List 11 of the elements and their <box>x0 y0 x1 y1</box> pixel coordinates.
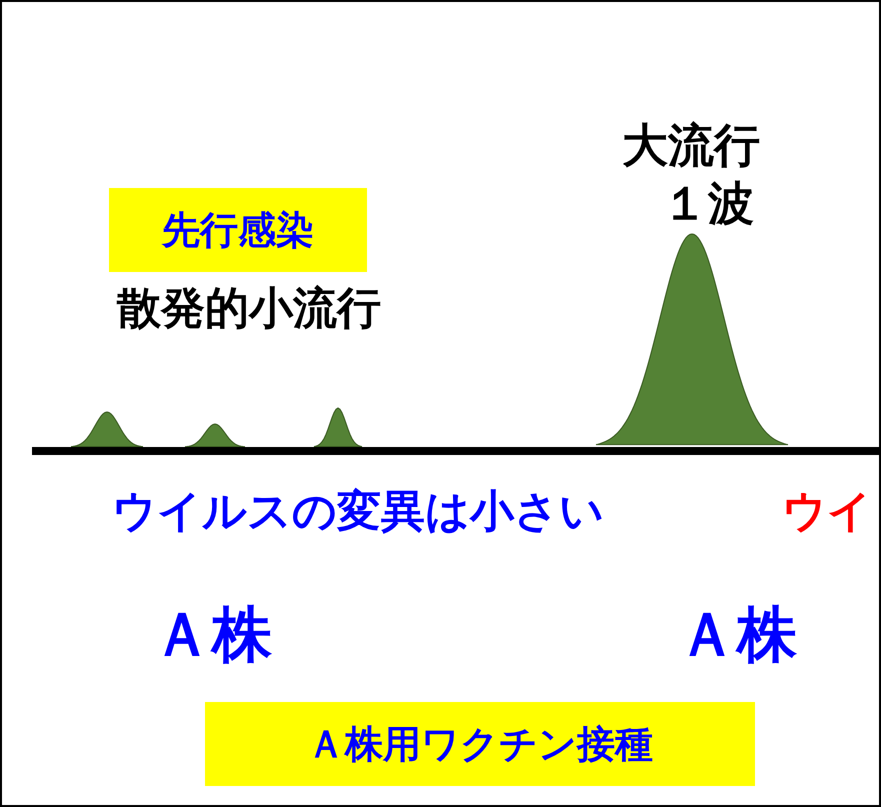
strain-label: Ａ株 <box>677 605 797 665</box>
annotation-text: ウイルスの変異は小さい <box>112 490 604 534</box>
highlight-box <box>205 702 755 786</box>
box-title: 先行感染 <box>162 206 314 254</box>
peak-label: 大流行 <box>622 122 760 168</box>
annotation-text: ウイ <box>782 490 872 534</box>
box-title: Ａ株用ワクチン接種 <box>307 720 653 768</box>
annotation-text: 散発的小流行 <box>117 287 381 331</box>
strain-label: Ａ株 <box>152 605 272 665</box>
highlight-box <box>109 188 367 272</box>
peak-label: １波 <box>662 180 754 226</box>
